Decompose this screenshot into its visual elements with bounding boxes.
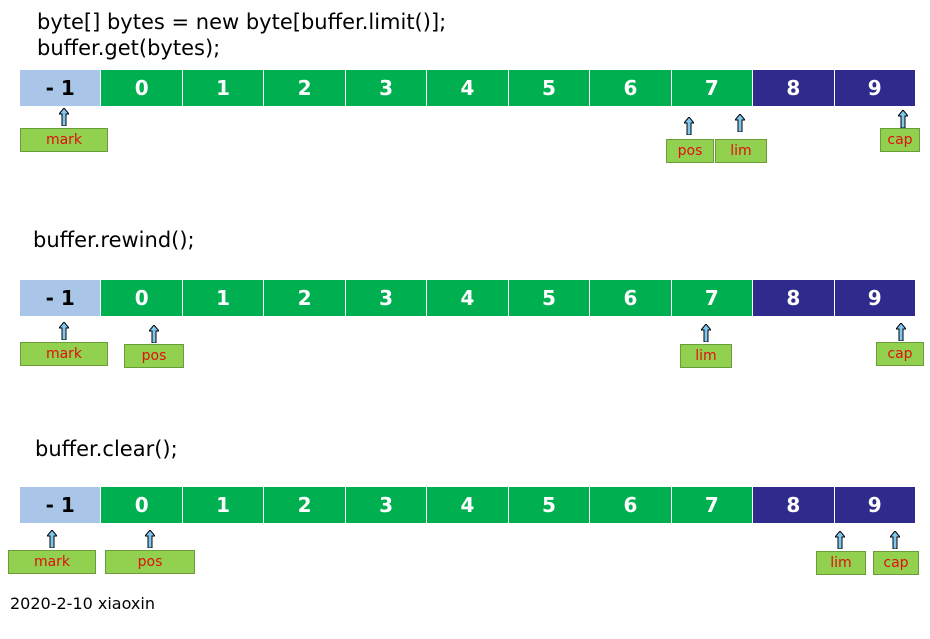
buffer-cell: 5 (508, 280, 591, 316)
buffer-cell-mark: - 1 (20, 487, 102, 523)
up-arrow-icon (890, 531, 900, 549)
cap-label: cap (873, 551, 919, 575)
mark-label: mark (8, 550, 96, 574)
buffer-cell: 0 (101, 70, 183, 106)
up-arrow-icon (59, 108, 69, 126)
code-line-2: buffer.get(bytes); (37, 36, 221, 60)
pos-label: pos (124, 344, 184, 368)
footer-caption: 2020-2-10 xiaoxin (10, 594, 155, 613)
buffer-cell: 7 (671, 70, 754, 106)
up-arrow-icon (835, 531, 845, 549)
up-arrow-icon (145, 530, 155, 548)
buffer-cell: 2 (264, 487, 346, 523)
buffer-cell: 2 (264, 70, 346, 106)
buffer-cell: 6 (590, 280, 672, 316)
buffer-cell: 6 (590, 70, 672, 106)
up-arrow-icon (149, 325, 159, 343)
buffer-cell: 3 (345, 70, 428, 106)
buffer-cell: 1 (182, 280, 265, 316)
buffer-cell: 5 (508, 487, 591, 523)
buffer-cell-mark: - 1 (20, 280, 102, 316)
buffer-cell: 3 (345, 487, 428, 523)
buffer-cell: 1 (182, 487, 265, 523)
pos-label: pos (666, 139, 714, 163)
lim-label: lim (715, 139, 767, 163)
buffer-cell: 8 (753, 280, 835, 316)
mark-label: mark (20, 342, 108, 366)
buffer-row-1: - 1 0 1 2 3 4 5 6 7 8 9 (20, 70, 915, 106)
buffer-cell: 8 (753, 487, 835, 523)
up-arrow-icon (684, 117, 694, 135)
buffer-cell: 6 (590, 487, 672, 523)
cap-label: cap (876, 342, 924, 366)
up-arrow-icon (59, 322, 69, 340)
buffer-cell: 9 (834, 70, 915, 106)
code-line-4: buffer.clear(); (35, 437, 178, 461)
buffer-cell: 7 (671, 487, 754, 523)
code-line-1: byte[] bytes = new byte[buffer.limit()]; (37, 10, 447, 34)
buffer-row-3: - 1 0 1 2 3 4 5 6 7 8 9 (20, 487, 915, 523)
buffer-cell: 0 (101, 280, 183, 316)
cap-label: cap (880, 128, 920, 152)
up-arrow-icon (701, 324, 711, 342)
up-arrow-icon (735, 114, 745, 132)
buffer-cell: 1 (182, 70, 265, 106)
buffer-cell-mark: - 1 (20, 70, 102, 106)
mark-label: mark (20, 128, 108, 152)
buffer-cell: 3 (345, 280, 428, 316)
buffer-cell: 4 (427, 487, 509, 523)
buffer-cell: 9 (834, 487, 915, 523)
lim-label: lim (816, 551, 866, 575)
buffer-row-2: - 1 0 1 2 3 4 5 6 7 8 9 (20, 280, 915, 316)
code-line-3: buffer.rewind(); (33, 228, 195, 252)
up-arrow-icon (898, 110, 908, 128)
buffer-cell: 7 (671, 280, 754, 316)
lim-label: lim (680, 344, 732, 368)
buffer-cell: 4 (427, 70, 509, 106)
buffer-cell: 8 (753, 70, 835, 106)
buffer-cell: 2 (264, 280, 346, 316)
up-arrow-icon (896, 323, 906, 341)
buffer-cell: 9 (834, 280, 915, 316)
buffer-cell: 0 (101, 487, 183, 523)
pos-label: pos (105, 550, 195, 574)
buffer-cell: 4 (427, 280, 509, 316)
up-arrow-icon (47, 530, 57, 548)
buffer-cell: 5 (508, 70, 591, 106)
